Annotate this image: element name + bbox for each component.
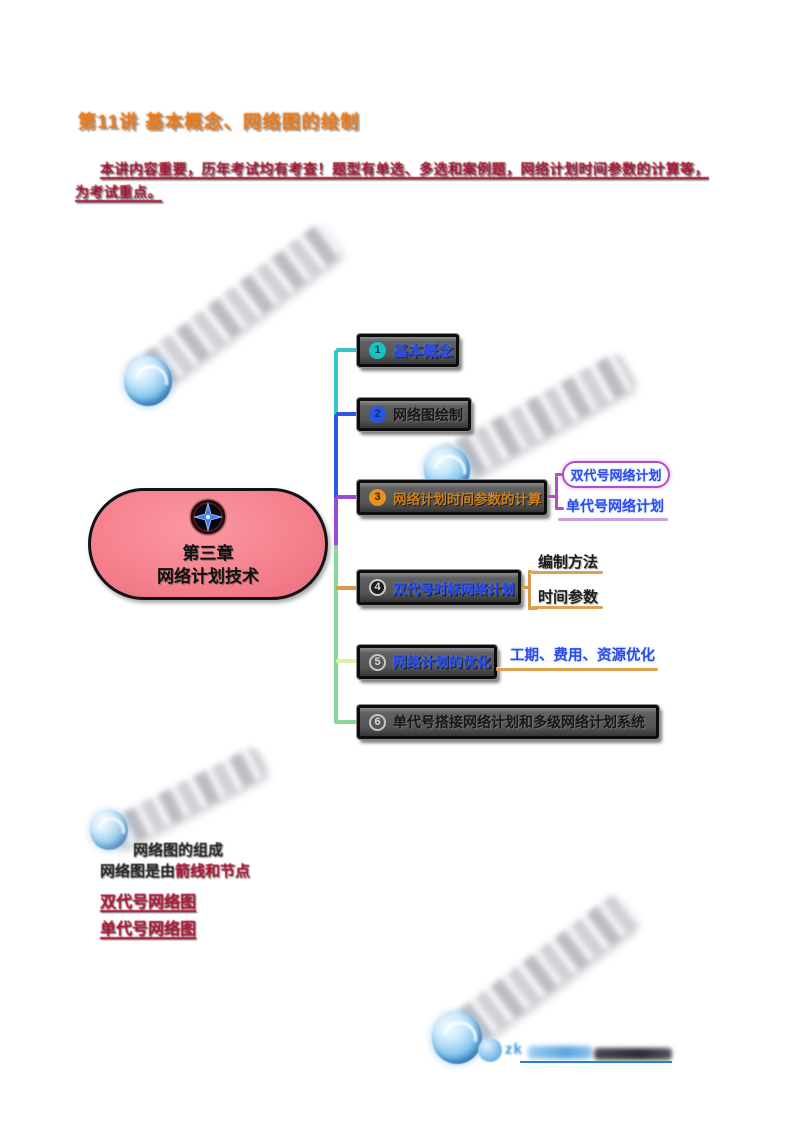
signature-blur-blue bbox=[528, 1046, 592, 1059]
branch-label: 双代号时标网络计划 bbox=[393, 581, 515, 597]
note-heading: 网络图的组成 bbox=[133, 842, 224, 859]
circled-number-5-icon: 5 bbox=[369, 653, 386, 671]
branch-plan-optimization: 5 网络计划的优化 bbox=[357, 645, 497, 679]
connector-stub-6 bbox=[336, 720, 358, 724]
subnode-double-code-network: 双代号网络计划 bbox=[562, 461, 670, 488]
note-line-1-highlight: 箭线和节点 bbox=[175, 863, 251, 880]
subnode-compilation-method: 编制方法 bbox=[538, 554, 599, 571]
watermark-band bbox=[104, 745, 269, 851]
circled-number-3-icon: 3 bbox=[369, 489, 386, 506]
note-line-1-prefix: 网络图是由 bbox=[100, 863, 176, 880]
signature-text: zk bbox=[505, 1041, 523, 1058]
bracket-line bbox=[547, 495, 557, 498]
connector-line-purple bbox=[334, 497, 338, 547]
branch-label: 单代号搭接网络计划和多级网络计划系统 bbox=[393, 714, 645, 730]
branch-network-drawing: 2 网络图绘制 bbox=[357, 398, 471, 431]
intro-line-1: 本讲内容重要，历年考试均有考查！题型有单选、多选和案例题，网络计划时间参数的计算… bbox=[100, 161, 709, 177]
branch-time-parameters: 3 网络计划时间参数的计算 bbox=[357, 480, 547, 515]
connector-stub-1 bbox=[336, 348, 358, 352]
connector-line-cyan bbox=[334, 350, 338, 416]
branch-label: 网络图绘制 bbox=[393, 406, 463, 423]
subnode-optimization-types: 工期、费用、资源优化 bbox=[510, 648, 655, 664]
watermark-logo-icon bbox=[124, 356, 172, 406]
signature-blur-dark bbox=[594, 1048, 672, 1060]
circled-number-1-icon: 1 bbox=[369, 342, 386, 359]
intro-paragraph: 本讲内容重要，历年考试均有考查！题型有单选、多选和案例题，网络计划时间参数的计算… bbox=[75, 158, 723, 204]
connector-line-blue bbox=[334, 414, 338, 499]
page-title: 第11讲 基本概念、网络图的绘制 bbox=[78, 112, 361, 132]
bracket-line bbox=[528, 570, 531, 609]
branch-timescale-network: 4 双代号时标网络计划 bbox=[357, 570, 521, 605]
signature-underline bbox=[520, 1061, 672, 1063]
circled-number-4-icon: 4 bbox=[369, 579, 386, 596]
subnode-underline bbox=[496, 668, 658, 671]
watermark-logo-icon bbox=[90, 810, 128, 850]
bracket-line bbox=[555, 473, 564, 476]
watermark-logo-icon bbox=[432, 1012, 482, 1064]
branch-label: 基本概念 bbox=[393, 343, 454, 360]
circled-number-6-icon: 6 bbox=[369, 713, 386, 731]
connector-stub-2 bbox=[336, 412, 358, 416]
subnode-time-parameter: 时间参数 bbox=[538, 589, 599, 606]
subnode-underline bbox=[531, 571, 603, 574]
mindmap-root-node: 第三章 网络计划技术 bbox=[88, 488, 328, 600]
signature-logo-icon bbox=[478, 1038, 502, 1062]
note-double-code: 双代号网络图 bbox=[100, 894, 197, 911]
root-title-line1: 第三章 bbox=[182, 544, 234, 563]
bracket-line bbox=[555, 473, 558, 510]
bracket-line bbox=[555, 507, 564, 510]
circled-number-2-icon: 2 bbox=[369, 406, 386, 423]
subnode-underline bbox=[558, 518, 668, 521]
subnode-single-code-network: 单代号网络计划 bbox=[566, 498, 664, 514]
branch-label: 网络计划时间参数的计算 bbox=[393, 491, 542, 507]
connector-stub-3 bbox=[336, 495, 358, 499]
intro-line-2: 为考试重点。 bbox=[75, 184, 162, 200]
note-single-code: 单代号网络图 bbox=[100, 921, 197, 938]
root-title-line2: 网络计划技术 bbox=[157, 567, 259, 586]
bracket-line bbox=[521, 586, 530, 589]
branch-overlap-multilevel: 6 单代号搭接网络计划和多级网络计划系统 bbox=[357, 705, 659, 739]
branch-basic-concepts: 1 基本概念 bbox=[357, 334, 459, 367]
subnode-underline bbox=[531, 606, 603, 609]
branch-label: 网络计划的优化 bbox=[393, 654, 491, 670]
connector-line-green bbox=[334, 545, 338, 724]
connector-stub-5 bbox=[336, 659, 358, 663]
note-line-1: 网络图是由箭线和节点 bbox=[100, 860, 250, 881]
compass-icon bbox=[189, 498, 227, 536]
connector-stub-4 bbox=[336, 586, 358, 590]
